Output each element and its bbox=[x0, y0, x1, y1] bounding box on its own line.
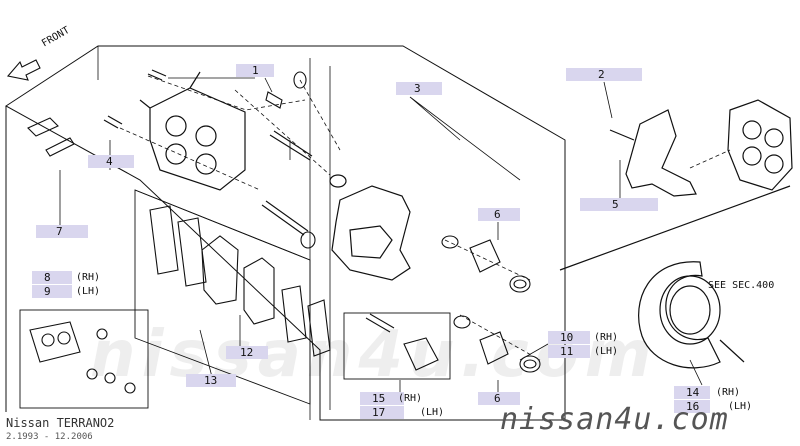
callout-7-highlight bbox=[36, 225, 88, 238]
callout-13-highlight bbox=[186, 374, 236, 387]
callout-12: 12 bbox=[240, 346, 254, 359]
callout-6a-highlight bbox=[478, 208, 520, 221]
callout-17-highlight bbox=[360, 406, 404, 419]
model-name: Nissan TERRANO2 bbox=[6, 416, 115, 430]
callout-14-side: (RH) bbox=[716, 387, 741, 398]
callout-10: 10 bbox=[560, 331, 574, 344]
callout-2: 2 bbox=[598, 68, 605, 81]
callout-1: 1 bbox=[252, 64, 259, 77]
callout-15: 15 bbox=[372, 392, 386, 405]
callout-16: 16 bbox=[686, 400, 700, 413]
callout-9-side: (LH) bbox=[76, 286, 101, 297]
callout-15-highlight bbox=[360, 392, 404, 405]
callout-7: 7 bbox=[56, 225, 63, 238]
callout-8-side: (RH) bbox=[76, 272, 101, 283]
see-section-note: SEE SEC.400 bbox=[708, 280, 775, 291]
callout-14-highlight bbox=[674, 386, 710, 399]
callout-3-highlight bbox=[396, 82, 442, 95]
callout-5: 5 bbox=[612, 198, 619, 211]
callout-6b: 6 bbox=[494, 392, 501, 405]
callout-8: 8 bbox=[44, 271, 51, 284]
callout-11-side: (LH) bbox=[594, 346, 619, 357]
callout-4: 4 bbox=[106, 155, 113, 168]
callout-5-highlight bbox=[580, 198, 658, 211]
callout-15-side: (RH) bbox=[398, 393, 423, 404]
callout-16-highlight bbox=[674, 400, 710, 413]
callout-12-highlight bbox=[226, 346, 268, 359]
callout-10-highlight bbox=[548, 331, 590, 344]
callout-2-highlight bbox=[566, 68, 642, 81]
front-arrow-icon bbox=[6, 59, 41, 81]
callout-1-highlight bbox=[236, 64, 274, 77]
callout-3: 3 bbox=[414, 82, 421, 95]
callout-10-side: (RH) bbox=[594, 332, 619, 343]
callout-9-highlight bbox=[32, 285, 72, 298]
callout-8-highlight bbox=[32, 271, 72, 284]
callout-17-side: (LH) bbox=[420, 407, 445, 418]
callout-4-highlight bbox=[88, 155, 134, 168]
callout-14: 14 bbox=[686, 386, 700, 399]
site-watermark: nissan4u.com bbox=[500, 402, 729, 437]
callout-17: 17 bbox=[372, 406, 386, 419]
callout-16-side: (LH) bbox=[728, 401, 753, 412]
callout-13: 13 bbox=[204, 374, 218, 387]
production-years: 2.1993 - 12.2006 bbox=[6, 432, 93, 442]
callout-6b-highlight bbox=[478, 392, 520, 405]
callout-9: 9 bbox=[44, 285, 51, 298]
callout-6a: 6 bbox=[494, 208, 501, 221]
callout-11: 11 bbox=[560, 345, 574, 358]
callout-11-highlight bbox=[548, 345, 590, 358]
